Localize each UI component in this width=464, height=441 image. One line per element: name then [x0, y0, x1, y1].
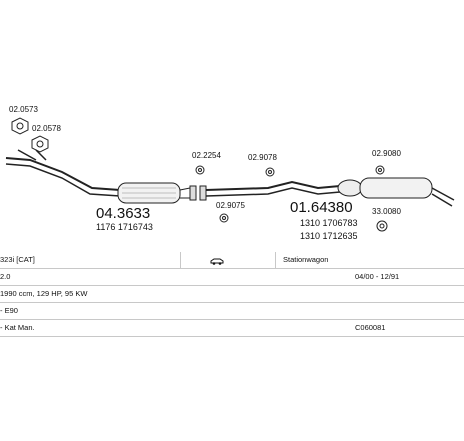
table-row: 2.0 04/00 - 12/91: [0, 269, 464, 286]
part-code-4: 02.9078: [248, 153, 277, 162]
rear-silencer-body: [359, 177, 433, 199]
part-code-7: 33.0080: [372, 207, 401, 216]
engine-cell: 2.0: [0, 272, 11, 281]
catalyst-oe-number: 1176 1716743: [96, 222, 153, 232]
silencer-code: 01.64380: [290, 199, 353, 216]
silencer-oe-number-1: 1310 1706783: [300, 218, 358, 228]
mount-icon-2: [265, 167, 275, 177]
mount-icon-3: [219, 213, 229, 223]
vehicle-info-table: 323i [CAT] Stationwagon 2.0 04/00 - 12/9…: [0, 252, 464, 337]
spec-cell: 1990 ccm, 129 HP, 95 KW: [0, 289, 88, 298]
mount-icon-5: [376, 220, 388, 232]
part-code-1: 02.0573: [9, 105, 38, 114]
front-downpipe: [5, 157, 121, 191]
table-row: 323i [CAT] Stationwagon: [0, 252, 464, 269]
part-code-6: 02.9080: [372, 149, 401, 158]
table-row: - Kat Man. C060081: [0, 320, 464, 337]
table-row: 1990 ccm, 129 HP, 95 KW: [0, 286, 464, 303]
chassis-cell: - E90: [0, 306, 18, 315]
model-cell: 323i [CAT]: [0, 255, 35, 264]
catalyst-code: 04.3633: [96, 205, 150, 222]
body-type-cell: Stationwagon: [283, 255, 329, 264]
mount-icon-1: [195, 165, 205, 175]
car-icon: [210, 255, 224, 265]
part-code-2: 02.0578: [32, 124, 61, 133]
transmission-cell: - Kat Man.: [0, 323, 35, 332]
mid-pipe: [205, 180, 341, 191]
reference-cell: C060081: [355, 323, 386, 332]
silencer-oe-number-2: 1310 1712635: [300, 231, 358, 241]
table-row: - E90: [0, 303, 464, 320]
exhaust-diagram: 02.0573 02.0578 02.2254 02.9078 02.9075 …: [5, 105, 455, 241]
clamp-icon-1: [11, 117, 29, 135]
part-code-5: 02.9075: [216, 201, 245, 210]
clamp-icon-2: [31, 135, 49, 153]
mount-icon-4: [375, 165, 385, 175]
dates-cell: 04/00 - 12/91: [355, 272, 400, 281]
part-code-3: 02.2254: [192, 151, 221, 160]
